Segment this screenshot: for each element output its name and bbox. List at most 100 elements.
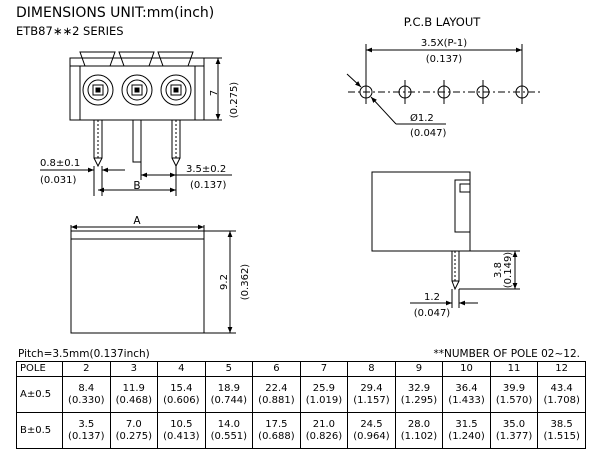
- dimension-mm: 17.5: [265, 418, 288, 430]
- dimension-cell: 18.9(0.744): [204, 376, 254, 413]
- side-pin-length-inch: (0.149): [503, 252, 514, 289]
- dimension-inch: (0.551): [210, 430, 248, 442]
- dimension-inch: (1.515): [543, 430, 580, 442]
- dimension-cell: 15.4(0.606): [157, 376, 206, 413]
- dimension-cell: 28.0(1.102): [394, 412, 444, 449]
- pole-count-cell: 9: [394, 361, 444, 377]
- dimension-inch: (0.688): [258, 430, 295, 442]
- dimension-inch: (0.275): [115, 430, 153, 442]
- dimension-inch: (0.606): [163, 394, 200, 406]
- dimension-inch: (0.330): [68, 394, 105, 406]
- dimension-cell: 38.5(1.515): [537, 412, 586, 449]
- pole-count-cell: 7: [299, 361, 349, 377]
- dimension-mm: 10.5: [170, 418, 193, 430]
- dimension-mm: 22.4: [265, 382, 288, 394]
- dimension-inch: (0.137): [68, 430, 105, 442]
- dimension-inch: (1.019): [305, 394, 343, 406]
- row-label: B±0.5: [16, 412, 63, 449]
- drawing-title: DIMENSIONS UNIT:mm(inch): [16, 5, 214, 21]
- dimension-mm: 8.4: [78, 382, 95, 394]
- hole-diameter-inch: (0.047): [410, 128, 447, 139]
- top-height-label: 9.2: [219, 274, 230, 290]
- dimension-inch: (1.570): [495, 394, 533, 406]
- a-dimension-label: A: [133, 215, 141, 227]
- dimension-mm: 25.9: [312, 382, 336, 394]
- pin-width-label: 0.8±0.1: [40, 158, 80, 169]
- dimension-inch: (1.102): [400, 430, 438, 442]
- dimension-mm: 31.5: [455, 418, 478, 430]
- dimension-mm: 3.5: [78, 418, 95, 430]
- pole-count-cell: 5: [204, 361, 254, 377]
- pole-count-cell: 8: [347, 361, 396, 377]
- side-offset-inch: (0.047): [414, 308, 451, 319]
- dimension-inch: (1.433): [448, 394, 485, 406]
- row-label: A±0.5: [16, 376, 63, 413]
- dimension-inch: (1.377): [495, 430, 533, 442]
- side-view: [371, 171, 520, 308]
- top-view: [70, 224, 236, 334]
- dimension-mm: 24.5: [360, 418, 383, 430]
- dimension-mm: 21.0: [312, 418, 336, 430]
- dimension-inch: (1.708): [543, 394, 580, 406]
- side-pin-length-label: 3.8: [493, 262, 504, 278]
- pole-count-cell: 3: [109, 361, 159, 377]
- side-offset-label: 1.2: [424, 292, 440, 303]
- dimension-inch: (0.413): [163, 430, 200, 442]
- dimension-inch: (0.468): [115, 394, 153, 406]
- pole-count-cell: 4: [157, 361, 206, 377]
- dimension-cell: 35.0(1.377): [489, 412, 539, 449]
- dimension-cell: 14.0(0.551): [204, 412, 254, 449]
- pole-count-cell: 11: [489, 361, 539, 377]
- dimension-cell: 29.4(1.157): [347, 376, 396, 413]
- dimension-mm: 28.0: [407, 418, 431, 430]
- dimension-mm: 18.9: [217, 382, 240, 394]
- dimension-cell: 7.0(0.275): [109, 412, 159, 449]
- pitch-note: Pitch=3.5mm(0.137inch): [18, 348, 150, 360]
- pole-count-cell: 2: [62, 361, 111, 377]
- pcb-layout-title: P.C.B LAYOUT: [404, 15, 482, 29]
- dimension-cell: 39.9(1.570): [489, 376, 539, 413]
- dimension-mm: 32.9: [407, 382, 431, 394]
- dimension-cell: 3.5(0.137): [62, 412, 111, 449]
- dimension-inch: (0.744): [210, 394, 248, 406]
- dimension-mm: 36.4: [455, 382, 478, 394]
- dimension-mm: 11.9: [122, 382, 145, 394]
- pole-count-cell: 12: [537, 361, 586, 377]
- front-view: [40, 51, 232, 196]
- pcb-layout: [346, 44, 540, 125]
- pole-count-cell: 10: [442, 361, 491, 377]
- dimension-mm: 29.4: [360, 382, 383, 394]
- dimension-inch: (0.964): [353, 430, 390, 442]
- b-dimension-label: B: [133, 180, 140, 192]
- pin-pitch-inch: (0.137): [190, 180, 227, 191]
- pin-width-inch: (0.031): [40, 175, 77, 186]
- hole-diameter-label: Ø1.2: [410, 112, 434, 124]
- pcb-pitch-label: 3.5X(P-1): [421, 38, 467, 49]
- dimension-inch: (0.826): [305, 430, 343, 442]
- dimension-mm: 39.9: [502, 382, 526, 394]
- top-height-inch: (0.362): [240, 264, 251, 301]
- dimension-cell: 8.4(0.330): [62, 376, 111, 413]
- dimension-inch: (1.157): [353, 394, 390, 406]
- dimension-cell: 43.4(1.708): [537, 376, 586, 413]
- dimension-cell: 22.4(0.881): [252, 376, 301, 413]
- dimension-inch: (1.295): [400, 394, 438, 406]
- dimension-cell: 32.9(1.295): [394, 376, 444, 413]
- dimension-mm: 38.5: [550, 418, 573, 430]
- technical-drawing: DIMENSIONS UNIT:mm(inch) ETB87∗∗2 SERIES: [16, 5, 540, 334]
- front-height-inch: (0.275): [229, 82, 240, 119]
- dimension-mm: 43.4: [550, 382, 573, 394]
- dimension-inch: (0.881): [258, 394, 295, 406]
- pole-count-note: **NUMBER OF POLE 02~12.: [433, 348, 581, 360]
- dimension-cell: 31.5(1.240): [442, 412, 491, 449]
- pole-header: POLE: [16, 361, 63, 377]
- pcb-pitch-inch: (0.137): [426, 54, 463, 65]
- dimension-mm: 35.0: [502, 418, 526, 430]
- dimension-mm: 14.0: [217, 418, 240, 430]
- dimension-cell: 11.9(0.468): [109, 376, 159, 413]
- dimension-cell: 36.4(1.433): [442, 376, 491, 413]
- dimension-mm: 15.4: [170, 382, 193, 394]
